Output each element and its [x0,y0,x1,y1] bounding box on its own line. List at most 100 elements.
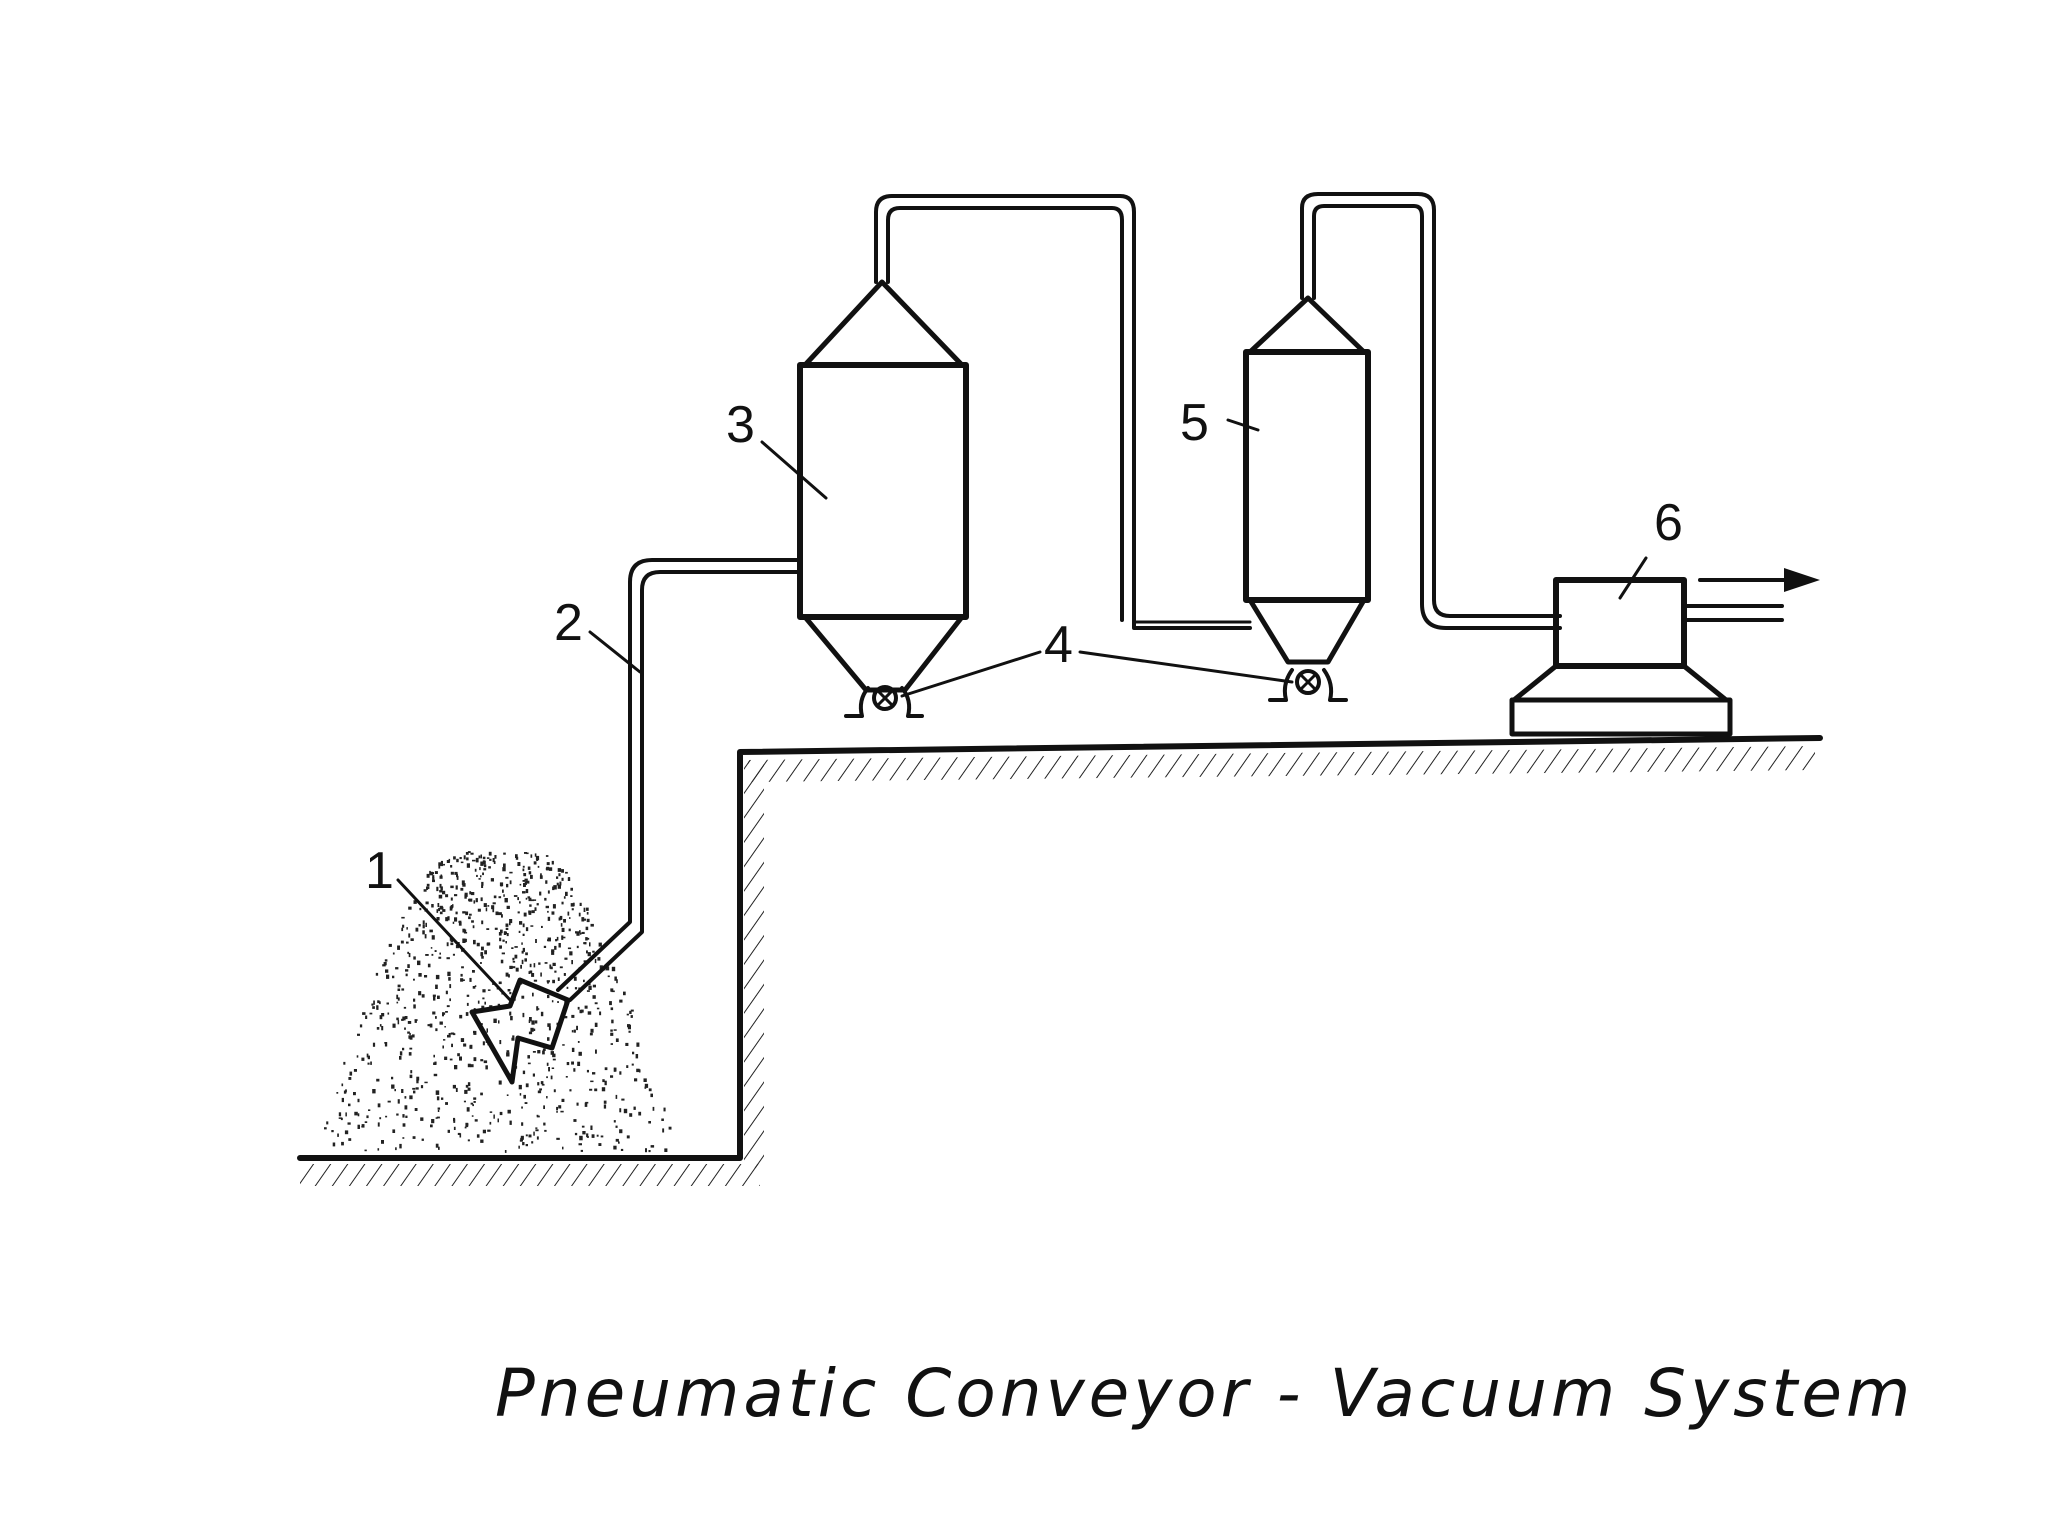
pile-speck [620,1148,624,1151]
pile-speck [498,1080,502,1085]
pile-speck [451,1043,453,1048]
pile-speck [551,911,555,915]
pile-speck [547,939,550,942]
pile-speck [613,1145,617,1150]
pile-speck [525,889,529,894]
pile-speck [401,916,405,919]
pile-speck [376,1027,380,1030]
pile-speck [432,877,435,880]
pile-speck [643,1078,647,1082]
pile-speck [531,973,535,977]
pile-speck [409,1047,413,1050]
pile-speck [437,903,440,908]
pile-speck [561,869,564,873]
pile-speck [498,896,502,899]
pile-speck [438,956,442,959]
pile-speck [563,973,566,976]
pile-speck [424,975,428,978]
pile-speck [482,989,486,993]
pile-speck [456,858,459,863]
pile-speck [587,952,591,957]
pile-speck [465,938,467,943]
pile-speck [450,939,453,943]
pile-speck [372,1042,376,1047]
pile-speck [450,942,454,946]
pile-speck [609,1001,612,1006]
pile-speck [385,1115,388,1118]
pile-speck [596,1007,600,1010]
pile-speck [592,984,596,988]
pile-speck [578,912,581,917]
pile-speck [422,930,425,935]
pile-speck [406,927,408,930]
pile-speck [573,1119,577,1122]
pile-speck [473,900,476,904]
pile-speck [442,890,446,895]
pile-speck [550,1051,554,1055]
pile-speck [585,1101,589,1104]
pile-speck [525,897,528,900]
pile-speck [561,927,565,932]
pile-speck [540,873,542,877]
pile-speck [447,1129,450,1133]
pile-speck [603,1104,607,1109]
pile-speck [487,905,490,907]
pile-speck [377,1103,381,1108]
pile-speck [504,1150,507,1153]
pile-speck [525,1144,528,1147]
pile-speck [610,1029,613,1032]
pile-speck [544,897,547,901]
pile-speck [348,1077,352,1080]
pile-speck [376,1005,379,1010]
pile-speck [493,895,497,899]
pile-speck [619,1071,622,1075]
pile-speck [402,924,405,928]
pile-speck [435,1016,437,1019]
pile-speck [521,942,523,945]
pile-speck [571,1061,574,1065]
pile-speck [567,947,572,950]
pile-speck [504,898,508,903]
pile-speck [528,1031,533,1035]
pile-speck [379,1024,382,1027]
separator-3 [797,279,969,693]
pile-speck [449,936,452,941]
pile-speck [530,899,534,902]
pile-speck [469,1044,473,1049]
pile-speck [436,917,440,921]
pile-speck [582,1131,586,1135]
pile-speck [454,871,458,875]
pile-speck [471,920,474,923]
pile-speck [662,1128,665,1133]
pile-speck [460,973,463,977]
pile-speck [410,1070,413,1074]
label-1: 1 [365,842,394,900]
pile-speck [424,934,427,939]
pile-speck [446,1005,450,1008]
pile-speck [480,854,482,859]
pile-speck [551,860,554,865]
pile-speck [526,852,529,855]
pile-speck [539,891,542,896]
label-6: 6 [1654,494,1683,552]
pile-speck [439,1021,443,1025]
pile-speck [587,937,590,940]
pile-speck [506,905,510,909]
pile-speck [436,909,439,913]
pile-speck [557,977,560,981]
pile-speck [546,866,550,871]
pile-speck [460,1038,465,1042]
pile-speck [429,929,433,933]
pile-speck [493,860,496,864]
pile-speck [569,1089,572,1092]
pile-speck [443,1039,446,1041]
pile-speck [586,907,589,911]
pile-speck [532,1051,536,1053]
pile-speck [552,886,555,891]
pile-speck [416,1079,419,1084]
pile-speck [443,863,445,866]
pile-speck [630,1015,633,1018]
pile-speck [463,1043,467,1047]
pile-speck [571,908,574,911]
pile-speck [534,853,537,857]
